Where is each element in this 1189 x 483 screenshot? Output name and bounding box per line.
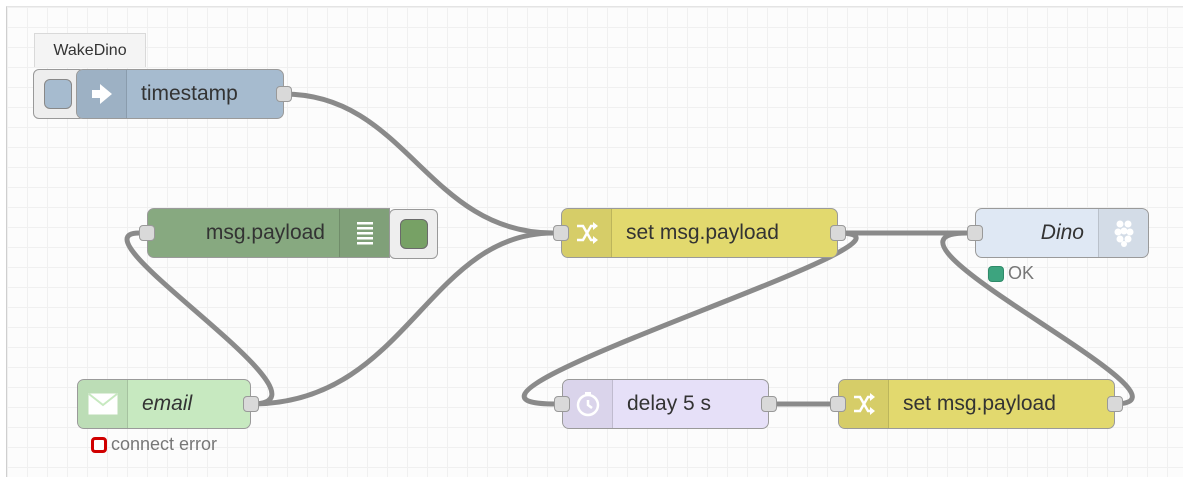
status-text: connect error xyxy=(111,434,218,454)
input-port[interactable] xyxy=(554,396,570,412)
input-port[interactable] xyxy=(967,225,983,241)
output-port[interactable] xyxy=(243,396,259,412)
output-port[interactable] xyxy=(1107,396,1123,412)
output-port[interactable] xyxy=(761,396,777,412)
envelope-icon xyxy=(78,380,128,428)
node-label: email xyxy=(142,392,193,415)
wire-set-payload-to-delay[interactable] xyxy=(521,230,859,407)
node-label: Dino xyxy=(1040,221,1084,244)
wire-email-to-debug[interactable] xyxy=(124,230,275,407)
shuffle-icon xyxy=(839,380,889,428)
wire-email-to-set-payload[interactable] xyxy=(249,230,556,407)
node-status-email: connect error xyxy=(91,434,217,455)
node-status-dino: OK xyxy=(988,263,1034,284)
node-delay[interactable]: delay 5 s xyxy=(554,379,777,429)
debug-toggle-button[interactable] xyxy=(389,209,438,259)
node-label: set msg.payload xyxy=(903,392,1056,415)
status-text: OK xyxy=(1008,263,1035,283)
flow-wires xyxy=(124,91,1135,407)
node-set-msg-payload-2[interactable]: set msg.payload xyxy=(830,379,1123,429)
node-email[interactable]: email xyxy=(77,379,259,429)
raspberry-pi-icon xyxy=(1098,209,1148,257)
status-dot-icon xyxy=(988,265,1004,282)
input-port[interactable] xyxy=(139,225,155,241)
node-label: set msg.payload xyxy=(626,221,779,244)
node-label: timestamp xyxy=(141,82,238,105)
node-label: msg.payload xyxy=(205,221,325,244)
wire-timestamp-to-set-payload[interactable] xyxy=(281,91,556,236)
node-timestamp[interactable]: timestamp xyxy=(76,69,292,119)
node-debug-msg-payload[interactable]: msg.payload xyxy=(139,208,390,258)
wire-set-payload-2-to-dino[interactable] xyxy=(940,230,1135,407)
node-label: delay 5 s xyxy=(627,392,712,415)
shuffle-icon xyxy=(562,209,612,257)
node-set-msg-payload[interactable]: set msg.payload xyxy=(553,208,846,258)
input-port[interactable] xyxy=(830,396,846,412)
output-port[interactable] xyxy=(830,225,846,241)
inject-arrow-icon xyxy=(77,70,127,118)
timer-icon xyxy=(563,380,613,428)
input-port[interactable] xyxy=(553,225,569,241)
status-ring-icon xyxy=(91,436,107,453)
debug-list-icon xyxy=(339,209,389,257)
flow-workspace[interactable]: WakeDino timestamp msg.payload xyxy=(6,6,1183,477)
output-port[interactable] xyxy=(276,86,292,102)
node-dino[interactable]: Dino xyxy=(967,208,1149,258)
flow-tab-wakedino[interactable]: WakeDino xyxy=(34,33,146,67)
